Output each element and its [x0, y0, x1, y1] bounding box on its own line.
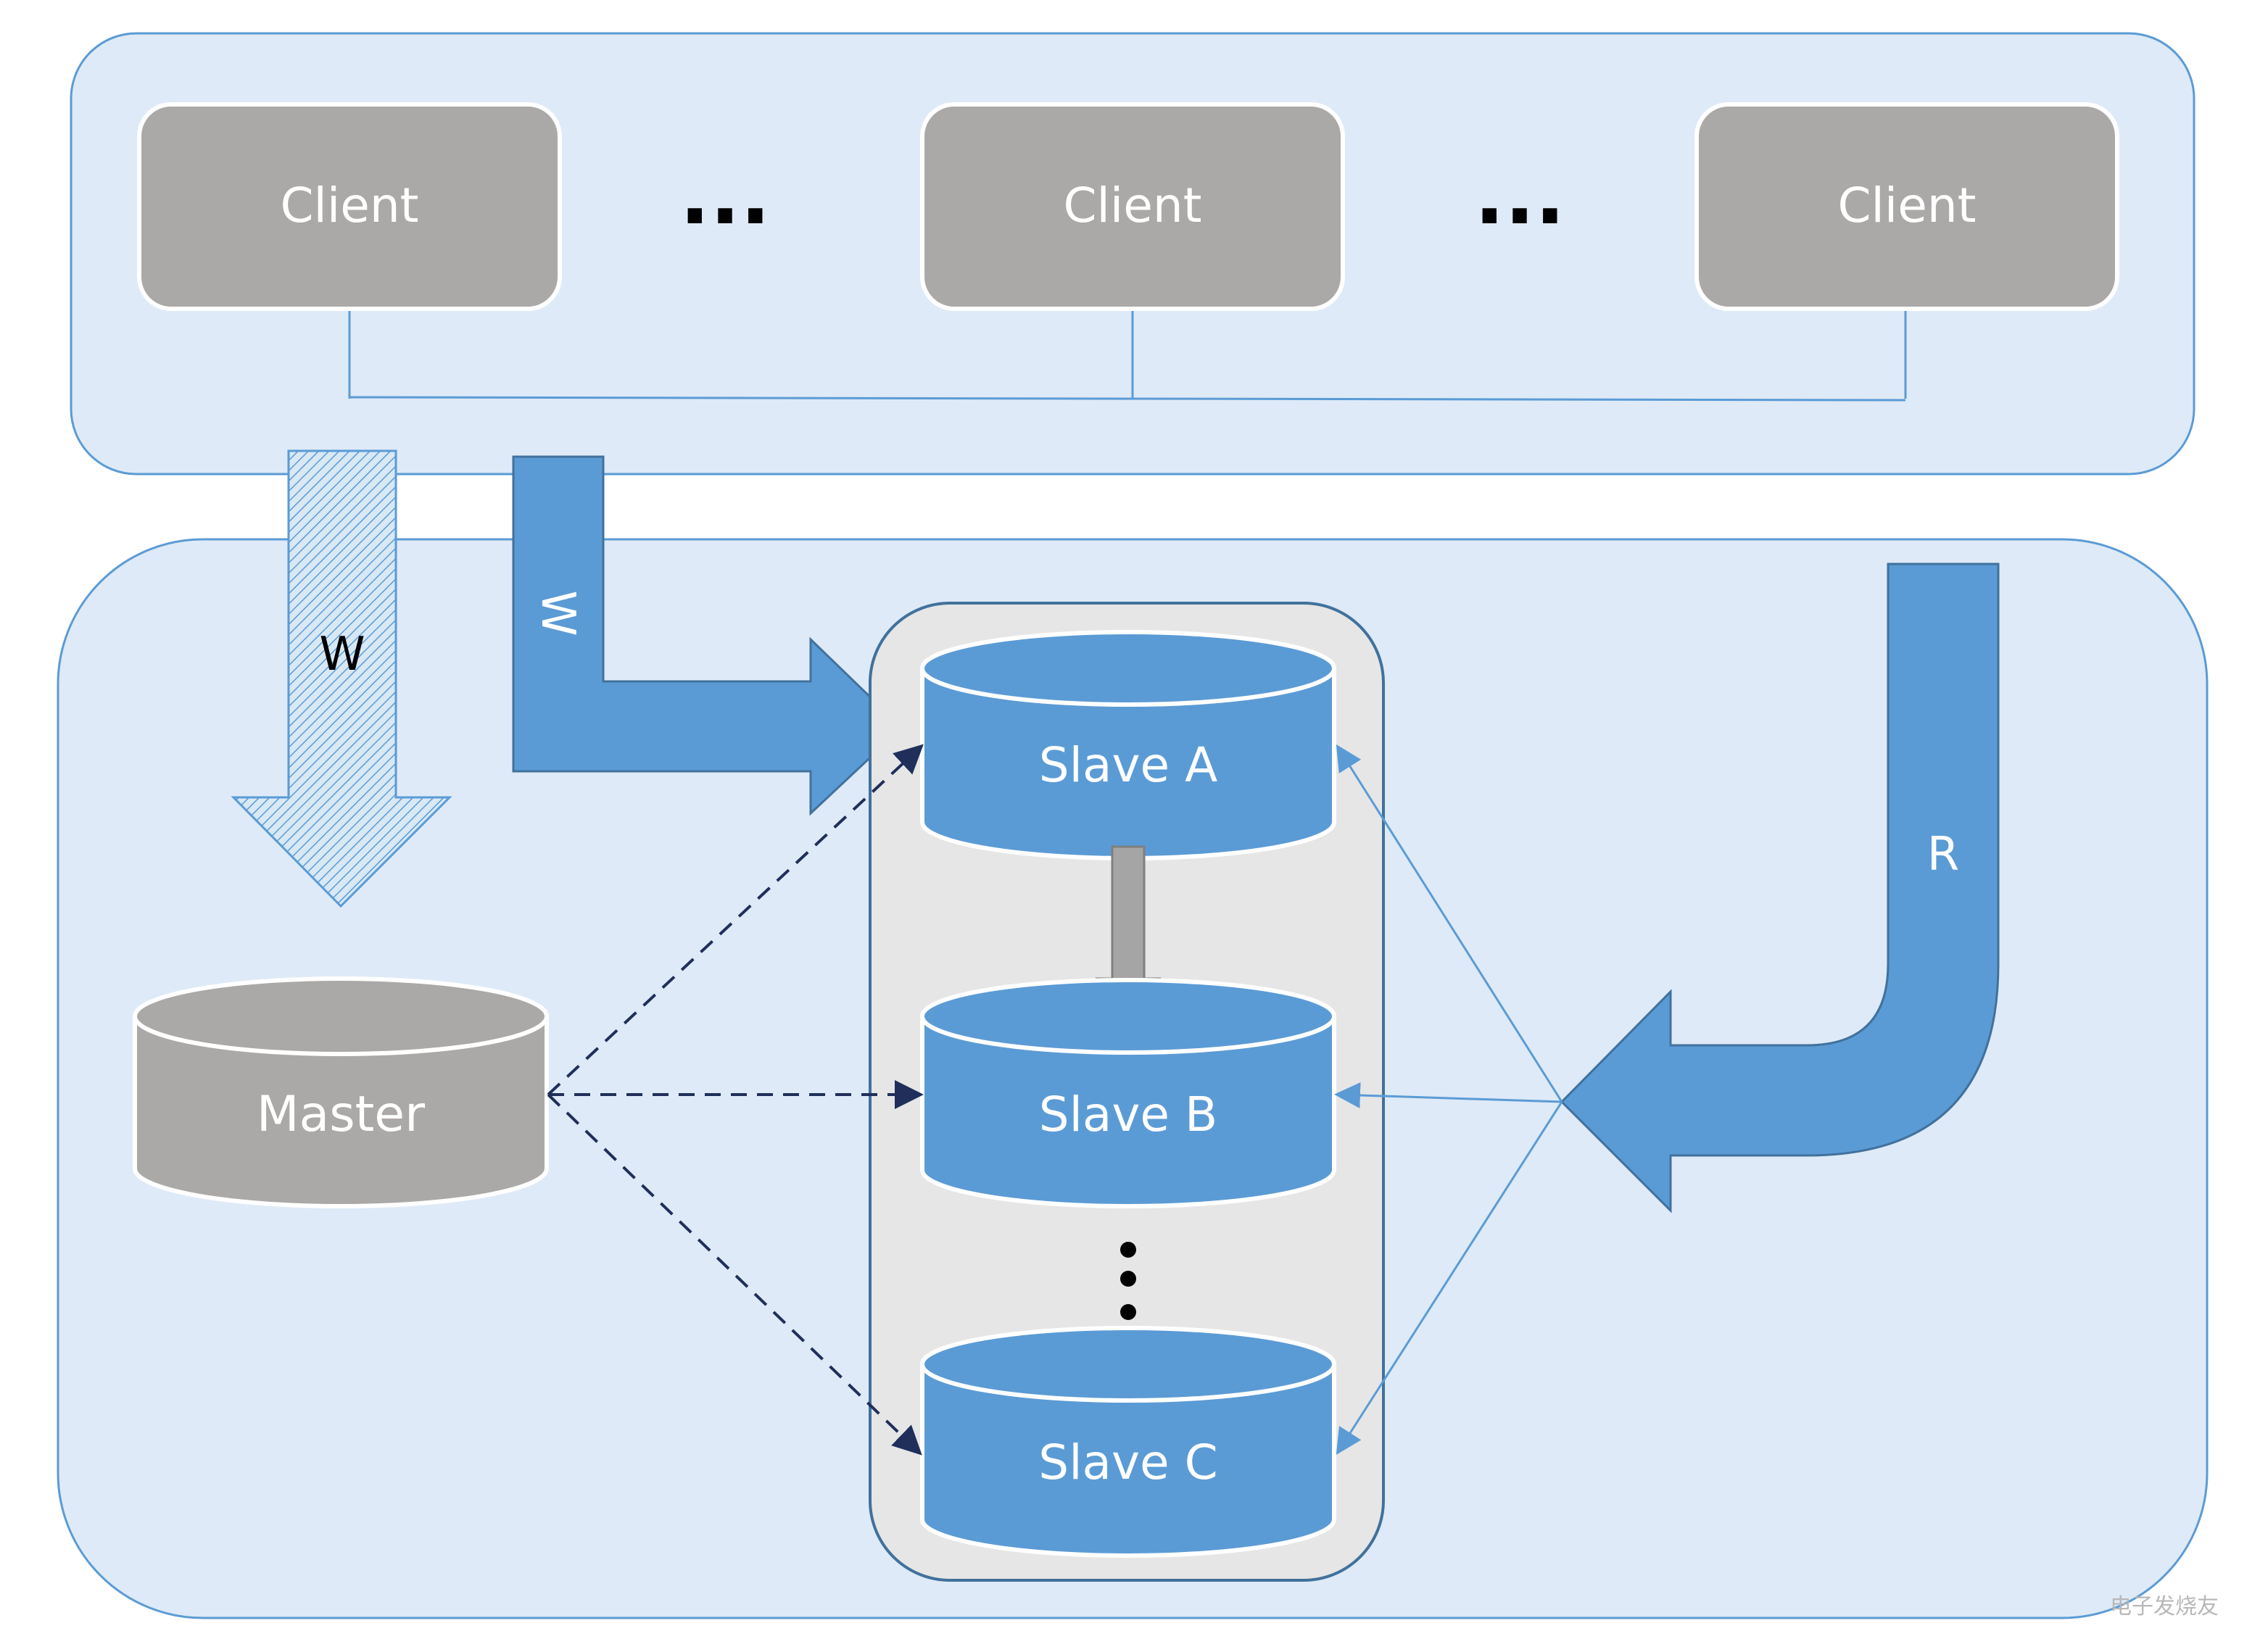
client-box: Client: [137, 102, 562, 311]
slave-write-label: W: [531, 590, 584, 636]
client-label: Client: [1837, 178, 1976, 233]
master-database: Master: [133, 976, 549, 1208]
read-distribution-lines: [1334, 744, 1563, 1456]
replication-line-a: [547, 744, 924, 1096]
client-label: Client: [280, 178, 418, 233]
client-box: Client: [920, 102, 1345, 311]
replication-line-c: [547, 1093, 922, 1456]
master-write-arrow: [231, 449, 452, 908]
client-ellipsis: ...: [1474, 149, 1565, 242]
read-line-a: [1336, 744, 1563, 1103]
slave-database-a: Slave A: [920, 630, 1336, 860]
client-connector-lines: [348, 309, 1907, 402]
read-label: R: [1927, 828, 1959, 881]
client-label: Client: [1063, 178, 1201, 233]
read-arrow: [1560, 563, 2000, 1213]
client-ellipsis: ...: [679, 149, 770, 242]
client-box: Client: [1694, 102, 2119, 311]
slave-label: Slave B: [1039, 1087, 1218, 1142]
watermark-text: 电子发烧友: [2110, 1594, 2219, 1619]
slave-database-c: Slave C: [920, 1326, 1336, 1558]
slave-write-arrow: [512, 455, 904, 816]
master-replication-lines: [547, 744, 924, 1456]
read-line-c: [1336, 1101, 1563, 1456]
slave-database-b: Slave B: [920, 978, 1336, 1208]
slave-label: Slave A: [1039, 737, 1217, 793]
slave-ellipsis: [1120, 1242, 1136, 1320]
read-line-b: [1334, 1082, 1563, 1108]
master-label: Master: [257, 1086, 425, 1143]
slave-label: Slave C: [1038, 1435, 1217, 1490]
master-write-label: W: [319, 628, 365, 681]
